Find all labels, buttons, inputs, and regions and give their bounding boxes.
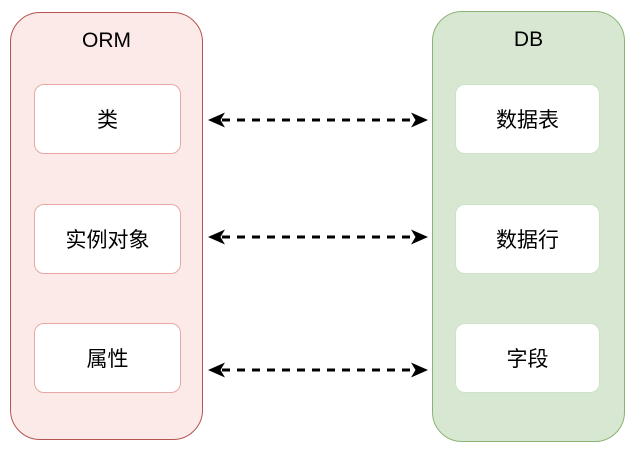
arrowhead-right-icon — [411, 112, 428, 128]
arrowhead-right-icon — [411, 362, 428, 378]
double-arrow-attribute-field — [207, 360, 429, 380]
db-node-table: 数据表 — [455, 84, 600, 154]
orm-node-attribute: 属性 — [34, 323, 181, 393]
db-title: DB — [513, 28, 544, 51]
arrowhead-right-icon — [411, 229, 428, 245]
orm-node-class: 类 — [34, 84, 181, 154]
orm-node-instance-object: 实例对象 — [34, 204, 181, 274]
double-arrow-instance-row — [207, 227, 429, 247]
arrowhead-left-icon — [208, 362, 225, 378]
orm-title: ORM — [82, 29, 131, 52]
db-node-row: 数据行 — [455, 204, 600, 274]
arrowhead-left-icon — [208, 229, 225, 245]
orm-container: ORM 类 实例对象 属性 — [10, 12, 203, 440]
db-node-field: 字段 — [455, 323, 600, 393]
arrowhead-left-icon — [208, 112, 225, 128]
db-container: DB 数据表 数据行 字段 — [432, 11, 625, 442]
double-arrow-class-table — [207, 110, 429, 130]
